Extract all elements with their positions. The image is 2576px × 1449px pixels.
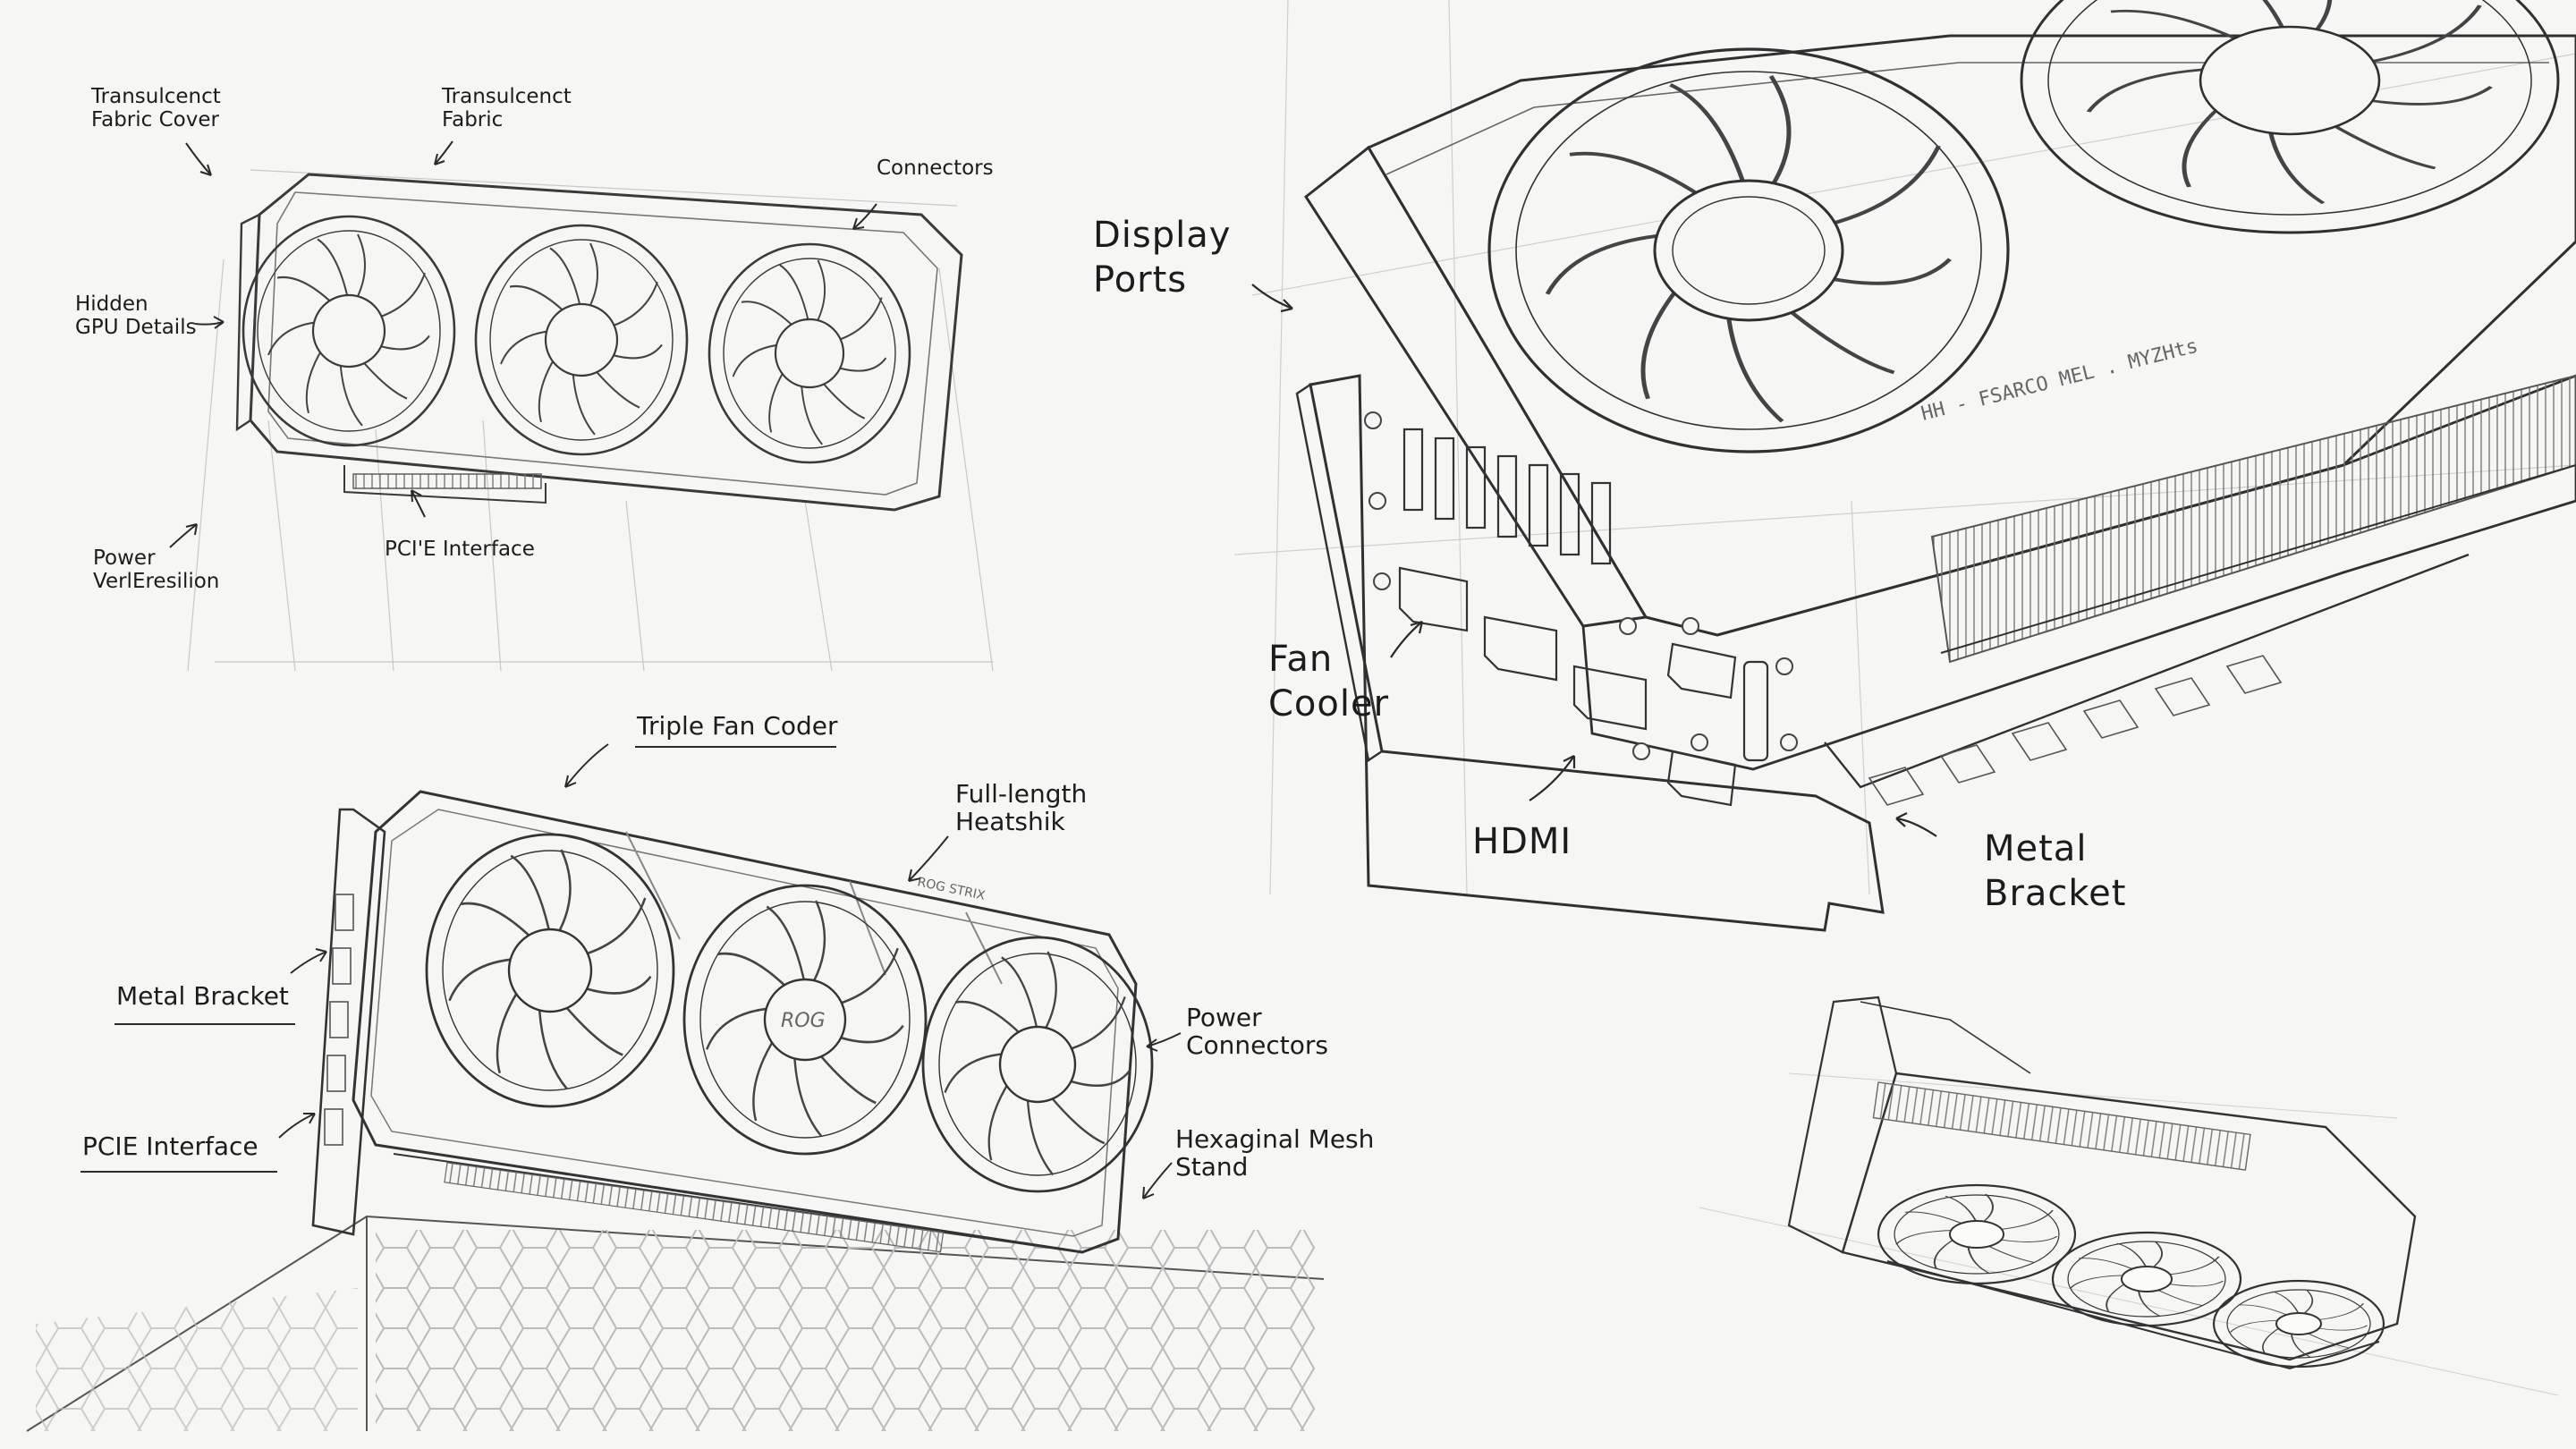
sketch3-gpu [1233,0,2576,932]
label-power-connectors: Power Connectors [1186,1003,1329,1061]
label-metal-bracket-2: Metal Bracket [116,981,289,1011]
label-full-length-heatsink: Full-length Heatshik [955,779,1088,837]
label-power: Power VerlEresilion [93,547,220,593]
label-transulcent-fabric-cover: Transulcenct Fabric Cover [91,85,221,131]
label-transulcent-fabric: Transulcenct Fabric [442,85,572,131]
label-hidden-gpu-details: Hidden GPU Details [75,292,197,339]
label-display-ports: Display Ports [1093,215,1232,301]
label-pcie-interface-1: PCI'E Interface [385,538,535,561]
sketch2-fan-logo: ROG [781,1010,826,1032]
label-connectors: Connectors [877,157,994,180]
sketch3-card-marking: HH - FSARCO MEL . MYZHts [1919,335,2199,426]
label-fan-cooler: Fan Cooler [1268,639,1390,724]
sketch1-arrows [169,140,877,548]
sketch3-arrows [1251,284,1937,837]
sketch1-gpu [187,169,994,672]
sketch2-gpu [26,790,1325,1432]
sketch2-arrows [80,743,1182,1199]
label-pcie-interface-2: PCIE Interface [82,1131,258,1161]
label-hdmi: HDMI [1472,821,1572,862]
label-hexagonal-mesh-stand: Hexaginal Mesh Stand [1175,1124,1375,1182]
sketch2-card-marking: ROG STRIX [916,875,987,903]
label-triple-fan: Triple Fan Coder [637,711,838,741]
sketch4-gpu [1699,996,2559,1396]
label-metal-bracket-3: Metal Bracket [1984,828,2127,914]
